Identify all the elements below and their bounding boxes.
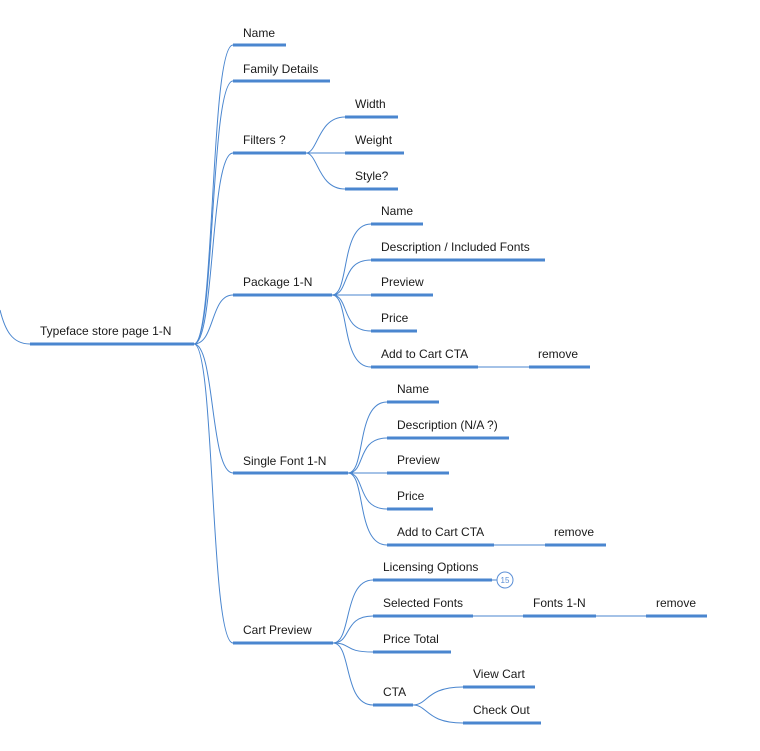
connector-single-font xyxy=(193,343,234,474)
mindmap-node-pkg-name[interactable]: Name xyxy=(371,204,423,226)
mindmap-node-check-out[interactable]: Check Out xyxy=(463,703,541,725)
node-label-pkg-price: Price xyxy=(381,311,409,325)
mindmap-node-sf-name[interactable]: Name xyxy=(387,382,439,404)
node-label-pkg-add-to-cart: Add to Cart CTA xyxy=(381,347,468,361)
node-label-sf-description: Description (N/A ?) xyxy=(397,418,498,432)
connector-pkg-description xyxy=(331,259,372,296)
connector-sf-add-to-cart xyxy=(347,472,388,546)
node-label-sf-price: Price xyxy=(397,489,425,503)
node-label-filters: Filters ? xyxy=(243,133,286,147)
connector-view-cart xyxy=(412,686,464,706)
node-label-root: Typeface store page 1-N xyxy=(40,324,171,338)
node-label-pkg-remove: remove xyxy=(538,347,578,361)
mindmap-node-cart-preview[interactable]: Cart Preview xyxy=(233,623,333,645)
mindmap-node-sf-add-to-cart[interactable]: Add to Cart CTA xyxy=(387,525,494,547)
mindmap-node-width[interactable]: Width xyxy=(345,97,398,119)
connector-cta xyxy=(332,642,374,706)
licensing-count-badge[interactable]: 15 xyxy=(496,571,514,589)
node-label-fonts: Fonts 1-N xyxy=(533,596,586,610)
node-label-pkg-preview: Preview xyxy=(381,275,424,289)
connector-check-out xyxy=(412,704,464,724)
connector-filters xyxy=(193,152,234,345)
node-label-cta: CTA xyxy=(383,685,406,699)
node-label-price-total: Price Total xyxy=(383,632,439,646)
mindmap-node-package[interactable]: Package 1-N xyxy=(233,275,332,297)
node-label-style: Style? xyxy=(355,169,389,183)
connector-sf-description xyxy=(347,437,388,474)
mindmap-node-pkg-add-to-cart[interactable]: Add to Cart CTA xyxy=(371,347,478,369)
mindmap-node-pkg-preview[interactable]: Preview xyxy=(371,275,433,297)
node-label-selected-fonts: Selected Fonts xyxy=(383,596,463,610)
connector-style xyxy=(305,152,346,190)
node-label-name: Name xyxy=(243,26,275,40)
node-label-sf-preview: Preview xyxy=(397,453,440,467)
node-label-sf-name: Name xyxy=(397,382,429,396)
node-label-sf-remove: remove xyxy=(554,525,594,539)
node-label-package: Package 1-N xyxy=(243,275,312,289)
connector-pkg-price xyxy=(331,294,372,332)
badge-circle xyxy=(496,571,514,589)
mindmap-node-pkg-description[interactable]: Description / Included Fonts xyxy=(371,240,545,262)
connector-sf-name xyxy=(347,401,388,474)
mindmap-node-sf-preview[interactable]: Preview xyxy=(387,453,449,475)
node-label-licensing-options: Licensing Options xyxy=(383,560,478,574)
mindmap-node-single-font[interactable]: Single Font 1-N xyxy=(233,454,348,475)
node-label-width: Width xyxy=(355,97,386,111)
connector-licensing xyxy=(332,579,374,644)
node-label-check-out: Check Out xyxy=(473,703,530,717)
mindmap-node-view-cart[interactable]: View Cart xyxy=(463,667,535,689)
node-label-single-font: Single Font 1-N xyxy=(243,454,326,468)
mindmap-node-sf-description[interactable]: Description (N/A ?) xyxy=(387,418,509,440)
mindmap-node-sel-remove[interactable]: remove xyxy=(646,596,707,618)
node-label-view-cart: View Cart xyxy=(473,667,525,681)
connector-pkg-add-to-cart xyxy=(331,294,372,368)
mindmap-node-pkg-remove[interactable]: remove xyxy=(529,347,590,369)
mindmap-node-selected-fonts[interactable]: Selected Fonts xyxy=(373,596,473,618)
node-label-sel-remove: remove xyxy=(656,596,696,610)
connector-cart-preview xyxy=(193,343,234,644)
connector-name xyxy=(193,44,234,345)
connector-family-details xyxy=(193,80,234,345)
mindmap-node-name[interactable]: Name xyxy=(233,26,286,47)
connector-pkg-name xyxy=(331,223,372,296)
mindmap-node-sf-price[interactable]: Price xyxy=(387,489,433,511)
connector-price-total xyxy=(332,642,374,653)
badge-count: 15 xyxy=(501,576,510,585)
mindmap-node-root[interactable]: Typeface store page 1-N xyxy=(30,324,194,346)
root-incoming-connector xyxy=(0,309,31,345)
connector-selected-fonts xyxy=(332,615,374,644)
node-label-weight: Weight xyxy=(355,133,393,147)
mindmap-node-family-details[interactable]: Family Details xyxy=(233,62,330,83)
node-label-cart-preview: Cart Preview xyxy=(243,623,312,637)
connector-width xyxy=(305,116,346,154)
node-label-pkg-name: Name xyxy=(381,204,413,218)
connectors xyxy=(0,44,646,724)
node-label-pkg-description: Description / Included Fonts xyxy=(381,240,530,254)
mindmap-node-fonts[interactable]: Fonts 1-N xyxy=(523,596,596,618)
node-label-sf-add-to-cart: Add to Cart CTA xyxy=(397,525,484,539)
mindmap-node-price-total[interactable]: Price Total xyxy=(373,632,451,654)
mindmap-node-cta[interactable]: CTA xyxy=(373,685,413,707)
mindmap-node-style[interactable]: Style? xyxy=(345,169,398,191)
mindmap-node-pkg-price[interactable]: Price xyxy=(371,311,417,333)
connector-sf-price xyxy=(347,472,388,510)
mindmap-node-licensing-options[interactable]: Licensing Options xyxy=(373,560,492,582)
mindmap-node-weight[interactable]: Weight xyxy=(345,133,404,155)
node-label-family-details: Family Details xyxy=(243,62,318,76)
mindmap-node-sf-remove[interactable]: remove xyxy=(545,525,606,547)
mindmap-node-filters[interactable]: Filters ? xyxy=(233,133,306,155)
connector-package xyxy=(193,294,234,345)
